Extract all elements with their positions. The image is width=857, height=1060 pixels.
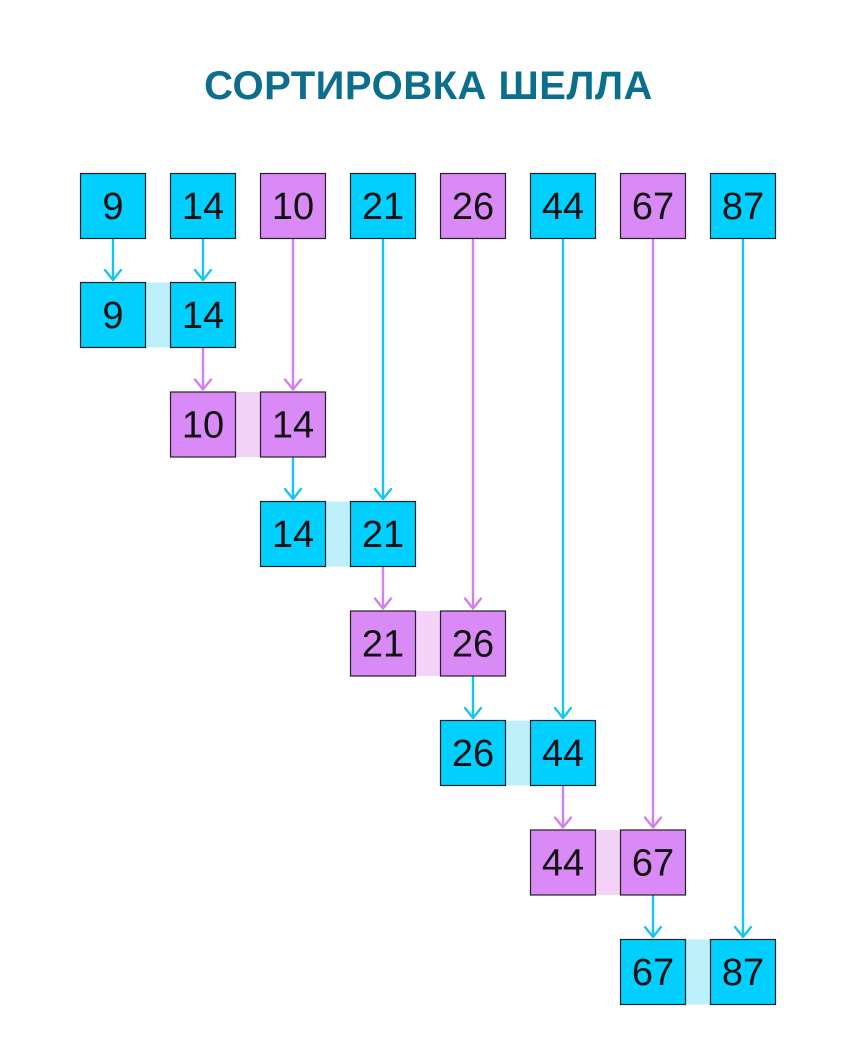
pair-3-left-box <box>349 610 417 677</box>
initial-cell-4: 26 <box>439 172 507 240</box>
pair-1-right-value: 14 <box>272 405 314 447</box>
arrow-initial-0 <box>103 238 123 282</box>
initial-cell-7: 87 <box>709 172 777 240</box>
arrow-initial-3 <box>373 238 393 501</box>
arrow-carry-2 <box>373 566 393 610</box>
comparison-rows: 9 14 10 14 14 21 21 26 26 44 44 67 67 87 <box>79 281 777 1006</box>
pair-2-left-value: 14 <box>272 514 314 556</box>
initial-cell-0-box <box>79 172 147 240</box>
pair-4-left-box <box>439 719 507 787</box>
comparison-pair-2: 14 21 <box>259 500 417 568</box>
initial-cell-0: 9 <box>79 172 147 240</box>
comparison-pair-1: 10 14 <box>169 391 327 458</box>
pair-connector <box>506 720 530 786</box>
pair-4-right-box <box>529 719 597 787</box>
initial-cell-3-value: 21 <box>362 186 404 228</box>
pair-0-left-value: 9 <box>102 295 123 337</box>
arrow-initial-2 <box>283 238 303 391</box>
pair-4-left-value: 26 <box>452 733 494 775</box>
pair-0-left-box <box>79 281 147 349</box>
comparison-pair-5: 44 67 <box>529 829 687 896</box>
pair-1-left-value: 10 <box>182 405 224 447</box>
arrow-initial-5 <box>553 238 573 720</box>
pair-connector <box>146 282 170 348</box>
pair-5-left-value: 44 <box>542 843 584 885</box>
initial-cell-5-value: 44 <box>542 186 584 228</box>
pair-5-right-value: 67 <box>632 843 674 885</box>
pair-connector <box>416 611 440 676</box>
pair-5-left: 44 <box>529 829 597 896</box>
arrow-initial-1 <box>193 238 213 282</box>
arrow-initial-4 <box>463 238 483 610</box>
initial-cell-7-value: 87 <box>722 186 764 228</box>
comparison-pair-0: 9 14 <box>79 281 237 349</box>
initial-cell-6: 67 <box>619 172 687 240</box>
arrows-layer <box>103 238 753 939</box>
pair-connector <box>326 501 350 567</box>
initial-cell-2-value: 10 <box>272 186 314 228</box>
diagram-title: СОРТИРОВКА ШЕЛЛА <box>204 64 653 108</box>
pair-0-right-value: 14 <box>182 295 224 337</box>
pair-6-right-box <box>709 938 777 1006</box>
comparison-pair-6: 67 87 <box>619 938 777 1006</box>
pair-3-right-value: 26 <box>452 624 494 666</box>
arrow-carry-0 <box>193 347 213 391</box>
pair-connector <box>686 939 710 1005</box>
initial-cell-4-box <box>439 172 507 240</box>
pair-0-left: 9 <box>79 281 147 349</box>
arrow-carry-4 <box>553 785 573 829</box>
initial-cell-2: 10 <box>259 172 327 240</box>
pair-2-left: 14 <box>259 500 327 568</box>
initial-cell-1-box <box>169 172 237 240</box>
arrow-initial-6 <box>643 238 663 829</box>
pair-2-right-value: 21 <box>362 514 404 556</box>
comparison-pair-4: 26 44 <box>439 719 597 787</box>
pair-0-right: 14 <box>169 281 237 349</box>
arrow-initial-7 <box>733 238 753 939</box>
pair-6-right-value: 87 <box>722 952 764 994</box>
pair-2-right: 21 <box>349 500 417 568</box>
comparison-pair-3: 21 26 <box>349 610 507 677</box>
initial-cell-3: 21 <box>349 172 417 240</box>
pair-1-right-box <box>259 391 327 458</box>
pair-5-right-box <box>619 829 687 896</box>
initial-cell-1-value: 14 <box>182 186 224 228</box>
initial-cell-3-box <box>349 172 417 240</box>
initial-cell-2-box <box>259 172 327 240</box>
initial-cell-6-value: 67 <box>632 186 674 228</box>
pair-4-right-value: 44 <box>542 733 584 775</box>
initial-row: 9 14 10 21 26 44 67 87 <box>79 172 777 240</box>
pair-4-right: 44 <box>529 719 597 787</box>
pair-6-right: 87 <box>709 938 777 1006</box>
initial-cell-5: 44 <box>529 172 597 240</box>
pair-3-right-box <box>439 610 507 677</box>
pair-1-left: 10 <box>169 391 237 458</box>
arrow-carry-1 <box>283 457 303 501</box>
initial-cell-5-box <box>529 172 597 240</box>
initial-cell-0-value: 9 <box>102 186 123 228</box>
initial-cell-4-value: 26 <box>452 186 494 228</box>
pair-1-left-box <box>169 391 237 458</box>
pair-4-left: 26 <box>439 719 507 787</box>
pair-connector <box>596 830 620 895</box>
pair-5-right: 67 <box>619 829 687 896</box>
initial-cell-1: 14 <box>169 172 237 240</box>
initial-cell-6-box <box>619 172 687 240</box>
pair-3-left: 21 <box>349 610 417 677</box>
pair-3-right: 26 <box>439 610 507 677</box>
pair-3-left-value: 21 <box>362 624 404 666</box>
pair-5-left-box <box>529 829 597 896</box>
pair-0-right-box <box>169 281 237 349</box>
pair-6-left: 67 <box>619 938 687 1006</box>
pair-2-left-box <box>259 500 327 568</box>
arrow-carry-5 <box>643 895 663 939</box>
arrow-carry-3 <box>463 676 483 720</box>
pair-6-left-box <box>619 938 687 1006</box>
pair-1-right: 14 <box>259 391 327 458</box>
pair-6-left-value: 67 <box>632 952 674 994</box>
initial-cell-7-box <box>709 172 777 240</box>
pair-2-right-box <box>349 500 417 568</box>
pair-connector <box>236 392 260 457</box>
